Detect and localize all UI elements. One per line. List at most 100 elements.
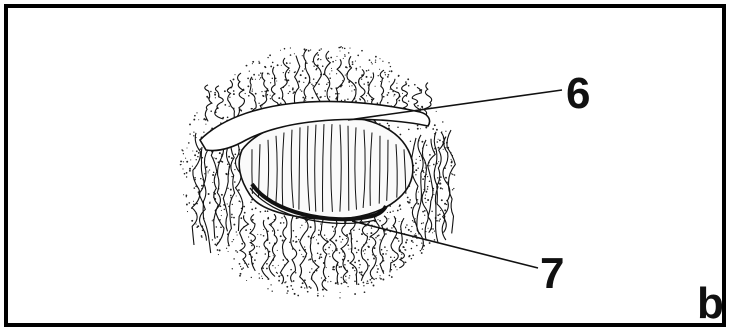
stipple-dot [253, 74, 255, 76]
stipple-dot [269, 242, 271, 244]
stipple-dot [282, 259, 284, 261]
stipple-dot [280, 103, 282, 105]
stipple-dot [269, 54, 271, 56]
stipple-dot [348, 81, 350, 83]
stipple-dot [302, 97, 304, 99]
stipple-dot [317, 295, 319, 297]
stipple-dot [422, 178, 424, 180]
stipple-dot [354, 247, 356, 249]
stipple-dot [292, 288, 294, 290]
stipple-dot [371, 282, 373, 284]
stipple-dot [408, 85, 410, 87]
stipple-dot [244, 212, 246, 214]
stipple-dot [241, 268, 243, 270]
stipple-dot [417, 167, 418, 168]
stipple-dot [356, 240, 358, 242]
stipple-dot [216, 236, 218, 238]
stipple-dot [251, 108, 253, 110]
stipple-dot [289, 242, 290, 243]
stipple-dot [369, 59, 371, 61]
stipple-dot [366, 95, 367, 96]
stipple-dot [392, 260, 393, 261]
stipple-dot [290, 47, 291, 48]
stipple-dot [437, 141, 439, 143]
stipple-dot [194, 177, 196, 179]
stipple-dot [286, 62, 287, 63]
stipple-dot [280, 50, 281, 51]
stipple-dot [328, 82, 329, 83]
stipple-dot [439, 139, 441, 141]
stipple-dot [375, 59, 376, 60]
fiber-strand [203, 150, 211, 254]
stipple-dot [313, 237, 314, 238]
stipple-dot [409, 202, 410, 203]
stipple-dot [322, 65, 324, 67]
stipple-dot [397, 238, 399, 240]
stipple-dot [198, 152, 200, 154]
stipple-dot [411, 226, 412, 227]
stipple-dot [445, 131, 446, 132]
stipple-dot [200, 178, 202, 180]
stipple-dot [190, 159, 191, 160]
stipple-dot [398, 100, 400, 102]
stipple-dot [429, 165, 430, 166]
stipple-dot [284, 48, 286, 50]
stipple-dot [281, 65, 282, 66]
stipple-dot [239, 263, 241, 265]
stipple-dot [277, 229, 278, 230]
stipple-dot [344, 99, 346, 101]
stipple-dot [354, 270, 355, 271]
stipple-dot [436, 220, 438, 222]
stipple-dot [302, 256, 304, 258]
stipple-dot [391, 70, 393, 72]
stipple-dot [397, 127, 399, 129]
stipple-dot [332, 250, 333, 251]
stipple-dot [416, 245, 418, 247]
stipple-dot [399, 221, 400, 222]
stipple-dot [293, 280, 295, 282]
stipple-dot [289, 62, 290, 63]
stipple-dot [251, 208, 253, 210]
stipple-dot [222, 161, 224, 163]
stipple-dot [188, 202, 190, 204]
stipple-dot [415, 169, 417, 171]
stipple-dot [259, 79, 260, 80]
fiber-strand [227, 80, 234, 120]
stipple-dot [370, 76, 371, 77]
stipple-dot [356, 252, 358, 254]
stipple-dot [437, 214, 439, 216]
stipple-dot [396, 83, 397, 84]
stipple-dot [218, 254, 219, 255]
stipple-dot [270, 82, 271, 83]
stipple-dot [270, 65, 272, 67]
stipple-dot [277, 250, 278, 251]
stipple-dot [309, 272, 310, 273]
stipple-dot [377, 268, 379, 270]
stipple-dot [406, 224, 408, 226]
stipple-dot [361, 78, 362, 79]
stipple-dot [373, 258, 375, 260]
stipple-dot [380, 278, 382, 280]
stipple-dot [289, 70, 290, 71]
stipple-dot [345, 66, 347, 68]
stipple-dot [317, 293, 318, 294]
stipple-dot [288, 72, 290, 74]
stipple-dot [391, 227, 392, 228]
stipple-dot [403, 247, 404, 248]
stipple-dot [234, 153, 236, 155]
stipple-dot [180, 164, 181, 165]
stipple-dot [183, 153, 184, 154]
stipple-dot [232, 268, 233, 269]
fiber-strand [211, 139, 218, 238]
stipple-dot [451, 160, 453, 162]
stipple-dot [305, 222, 306, 223]
stipple-dot [414, 171, 415, 172]
stipple-dot [318, 230, 319, 231]
stipple-dot [352, 267, 354, 269]
stipple-dot [301, 225, 302, 226]
stipple-dot [234, 74, 235, 75]
stipple-dot [344, 55, 345, 56]
stipple-dot [261, 276, 262, 277]
stipple-dot [301, 91, 302, 92]
